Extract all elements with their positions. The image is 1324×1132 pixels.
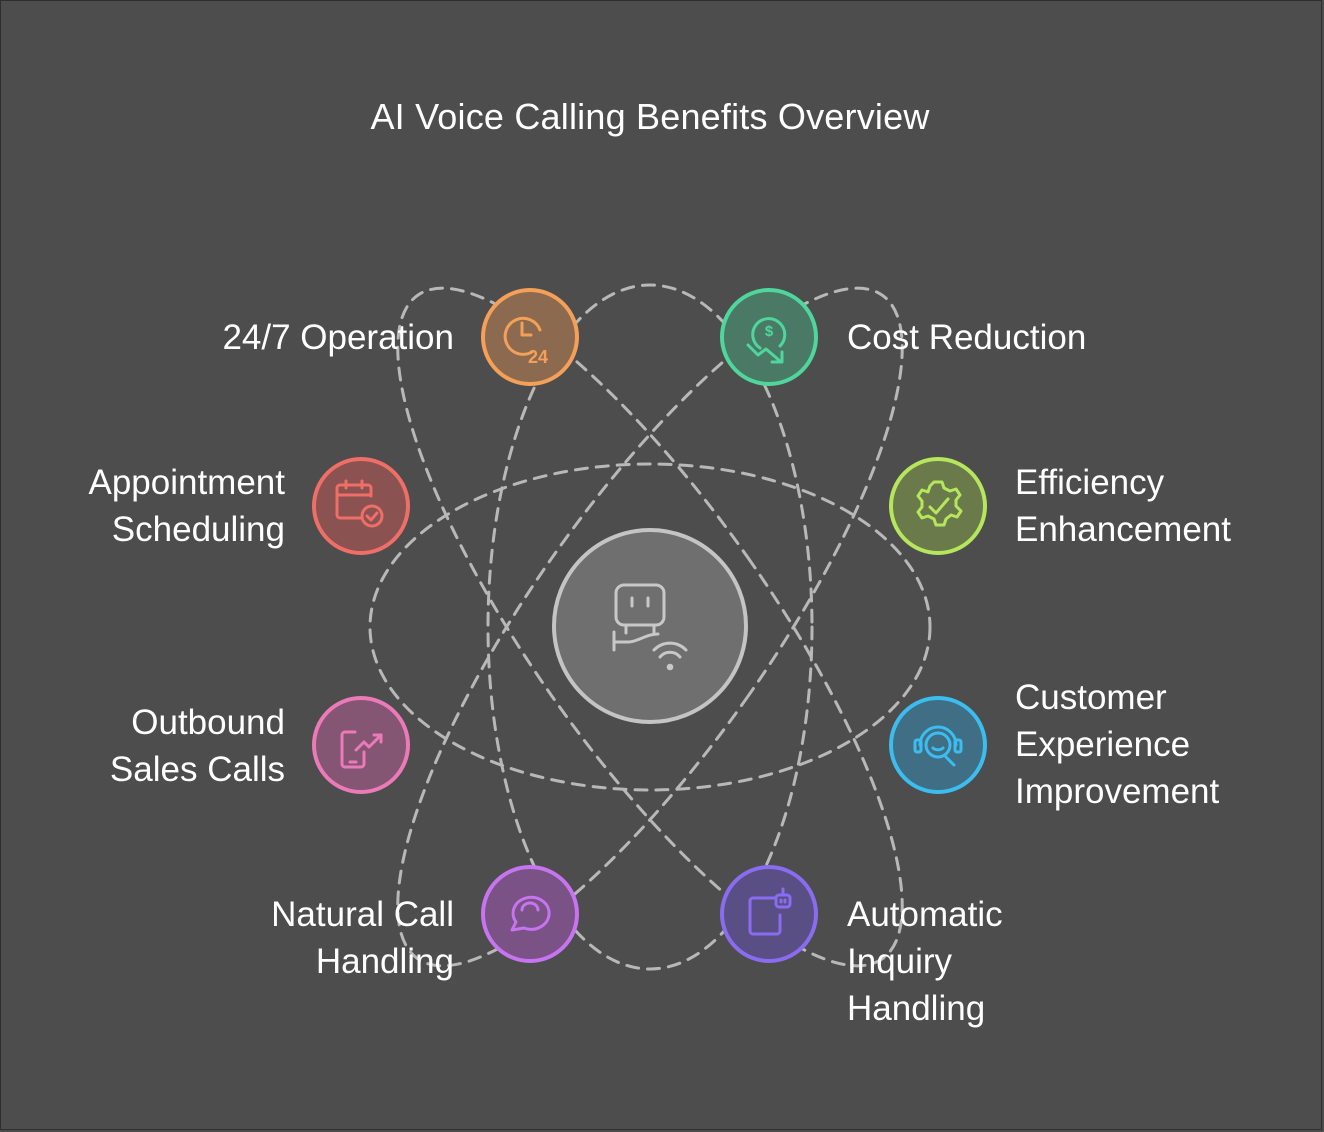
clock-24-icon: 24	[503, 316, 548, 367]
label-outbound-sales-calls: Outbound Sales Calls	[109, 703, 285, 789]
node-appointment-scheduling[interactable]	[312, 457, 410, 555]
node-automatic-inquiry-handling[interactable]	[720, 865, 818, 963]
node-customer-experience-improvement[interactable]	[889, 696, 987, 794]
chat-bubble-icon	[510, 895, 551, 932]
node-outbound-sales-calls[interactable]	[312, 696, 410, 794]
orbit-vertical	[486, 283, 814, 971]
phone-trend-icon	[340, 730, 383, 769]
orbit-diagonal-a	[396, 286, 904, 968]
calendar-check-icon	[335, 479, 384, 528]
orbit-diagonal-b	[396, 286, 904, 968]
label-cost-reduction: Cost Reduction	[847, 318, 1087, 357]
node-efficiency-enhancement[interactable]	[889, 457, 987, 555]
orbit-horizontal	[368, 462, 932, 792]
label-natural-call-handling: Natural Call Handling	[271, 895, 454, 981]
svg-text:24: 24	[528, 347, 548, 367]
tablet-bot-icon	[748, 887, 792, 936]
label-24-7-operation: 24/7 Operation	[222, 318, 454, 357]
label-customer-experience-improvement: Customer Experience Improvement	[1015, 678, 1220, 811]
label-appointment-scheduling: Appointment Scheduling	[88, 463, 285, 549]
gear-check-icon	[916, 480, 963, 527]
diagram-title: AI Voice Calling Benefits Overview	[370, 96, 930, 137]
robot-wifi-icon	[612, 583, 688, 671]
svg-text:$: $	[765, 323, 774, 340]
headset-icon	[913, 725, 963, 767]
node-cost-reduction[interactable]: $	[720, 288, 818, 386]
label-automatic-inquiry-handling: Automatic Inquiry Handling	[847, 895, 1003, 1028]
node-natural-call-handling[interactable]	[481, 865, 579, 963]
center-hub	[552, 528, 748, 724]
node-24-7-operation[interactable]: 24	[481, 288, 579, 386]
dollar-down-icon: $	[746, 317, 787, 364]
label-efficiency-enhancement: Efficiency Enhancement	[1015, 463, 1231, 549]
